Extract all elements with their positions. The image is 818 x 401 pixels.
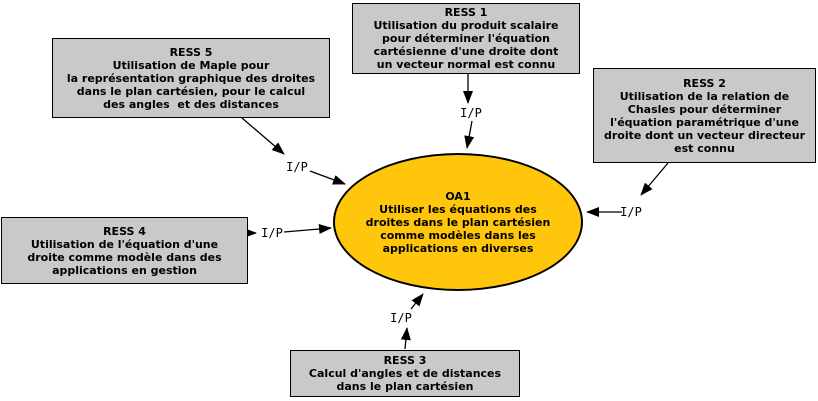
arrow-ress5-segment-a <box>241 117 285 155</box>
arrow-ress4-segment-b <box>283 224 332 234</box>
node-ress4-line: droite comme modèle dans des <box>27 250 222 264</box>
node-ress2-line: Utilisation de la relation de <box>619 89 790 103</box>
node-ress1-line: pour déterminer l'équation <box>382 32 550 45</box>
node-ress3-title: RESS 3 <box>383 354 427 367</box>
node-oa1-line: Utiliser les équations des <box>379 202 537 216</box>
node-ress2-title: RESS 2 <box>683 76 726 90</box>
node-ress1-line: cartésienne d'une droite dont <box>373 45 559 58</box>
node-ress4-line: applications en gestion <box>52 263 197 277</box>
node-ress1-line: Utilisation du produit scalaire <box>373 19 559 32</box>
node-ress4-title: RESS 4 <box>103 224 146 238</box>
node-ress4: RESS 4 Utilisation de l'équation d'une d… <box>1 217 248 284</box>
arrow-ress3-segment-a <box>400 327 411 350</box>
edge-label-ress2: I/P <box>620 205 642 219</box>
node-ress5-line: la représentation graphique des droites <box>66 71 316 85</box>
node-ress1-line: un vecteur normal est connu <box>376 58 556 71</box>
node-oa1-line: comme modèles dans les <box>380 228 536 242</box>
arrow-ress1-segment-b <box>464 120 475 149</box>
node-oa1-line: applications en diverses <box>382 241 534 255</box>
node-ress5-title: RESS 5 <box>169 45 213 59</box>
node-ress2-line: l'équation paramétrique d'une <box>610 115 799 129</box>
node-ress2-line: Chasles pour déterminer <box>627 102 782 116</box>
edge-label-ress5: I/P <box>286 160 308 174</box>
node-ress5: RESS 5 Utilisation de Maple pour la repr… <box>52 38 330 118</box>
node-oa1-title: OA1 <box>445 189 471 203</box>
edge-label-ress4: I/P <box>261 226 283 240</box>
node-ress2: RESS 2 Utilisation de la relation de Cha… <box>593 68 816 163</box>
node-oa1-ellipse: OA1 Utiliser les équations des droites d… <box>333 153 583 291</box>
node-ress1-title: RESS 1 <box>444 6 488 19</box>
arrow-ress2-segment-a <box>640 162 669 196</box>
node-ress4-line: Utilisation de l'équation d'une <box>30 237 219 251</box>
node-oa1-line: droites dans le plan cartésien <box>365 215 551 229</box>
edge-label-ress1: I/P <box>460 106 482 120</box>
node-ress2-line: est connu <box>674 141 735 155</box>
arrow-ress5-segment-b <box>309 170 346 185</box>
node-ress5-line: des angles et des distances <box>103 97 279 111</box>
edge-label-ress3: I/P <box>390 311 412 325</box>
node-ress5-line: Utilisation de Maple pour <box>112 58 270 72</box>
node-ress5-line: dans le plan cartésien, pour le calcul <box>76 84 306 98</box>
node-ress3-line: Calcul d'angles et de distances <box>308 367 502 380</box>
node-ress1: RESS 1 Utilisation du produit scalaire p… <box>352 3 580 74</box>
node-ress3-line: dans le plan cartésien <box>336 380 474 393</box>
node-ress3: RESS 3 Calcul d'angles et de distances d… <box>290 350 520 397</box>
node-ress2-line: droite dont un vecteur directeur <box>604 128 805 142</box>
arrow-ress3-segment-b <box>410 293 424 310</box>
